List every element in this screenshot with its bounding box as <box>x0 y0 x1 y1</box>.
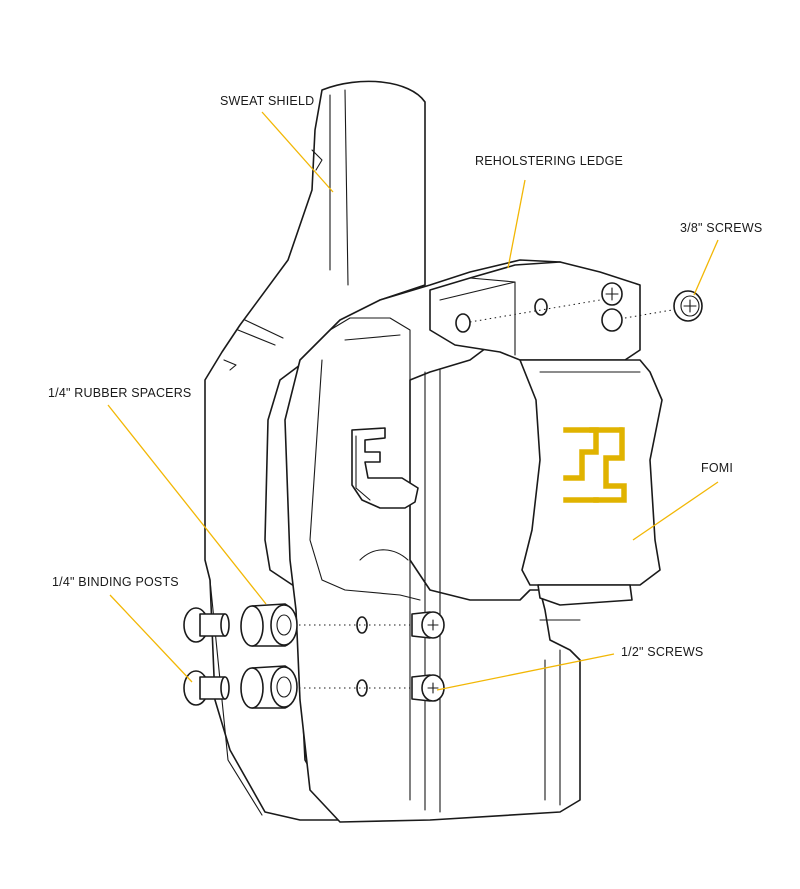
label-half-inch-screws: 1/2" SCREWS <box>621 645 703 659</box>
brand-logo-icon <box>563 427 627 503</box>
leader-reholstering-ledge <box>507 179 526 269</box>
label-sweat-shield: SWEAT SHIELD <box>220 94 314 108</box>
label-fomi: FOMI <box>701 461 733 475</box>
leader-rubber-spacers <box>107 404 267 605</box>
label-three-eighths-screws: 3/8" SCREWS <box>680 221 762 235</box>
leader-half-inch-screws <box>436 653 615 691</box>
shell-post-holes <box>299 616 410 697</box>
shell-hook <box>351 427 419 509</box>
rubber-spacer-bottom <box>240 665 298 709</box>
leader-lines <box>107 111 719 691</box>
label-binding-posts: 1/4" BINDING POSTS <box>52 575 179 589</box>
leader-sweat-shield <box>261 111 334 193</box>
leader-three-eighths <box>693 239 719 296</box>
rubber-spacer-top <box>240 603 298 647</box>
leader-binding-posts <box>109 594 193 683</box>
clip-holes <box>455 282 673 333</box>
leader-fomi <box>632 481 719 541</box>
half-inch-screw-bottom <box>411 674 445 702</box>
label-rubber-spacers: 1/4" RUBBER SPACERS <box>48 386 191 400</box>
three-eighths-screw <box>673 290 703 322</box>
label-reholstering-ledge: REHOLSTERING LEDGE <box>475 154 623 168</box>
half-inch-screw-top <box>411 611 445 639</box>
binding-post-top <box>183 607 230 643</box>
